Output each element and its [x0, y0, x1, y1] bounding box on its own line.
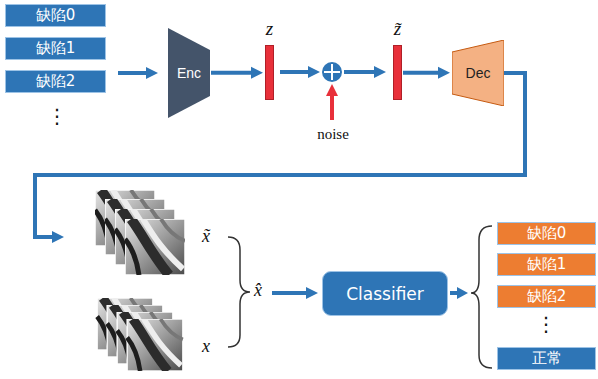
- real-images: [97, 298, 183, 371]
- latent-arrow: [280, 66, 320, 78]
- flow-arrow: [403, 67, 450, 79]
- noise-arrow: [326, 84, 338, 120]
- arrow-head: [438, 67, 450, 79]
- merge-brace: [228, 237, 250, 347]
- defect-output-box: 缺陷1: [497, 253, 596, 276]
- latent-vector: z: [265, 45, 274, 100]
- image-symbol: x̂: [254, 280, 262, 301]
- ellipsis: ⋮: [47, 104, 67, 128]
- defect-output-box: 缺陷2: [497, 285, 596, 308]
- node-text: Classifier: [346, 284, 424, 304]
- image-symbol: x̃: [202, 226, 210, 247]
- class-brace: [471, 226, 492, 368]
- arrow-head: [251, 67, 263, 79]
- node-text: 缺陷2: [36, 72, 76, 91]
- vector-label: z: [266, 18, 273, 40]
- image-symbol: x: [202, 336, 210, 357]
- node-text: 缺陷0: [527, 224, 567, 243]
- ellipsis: ⋮: [536, 312, 556, 336]
- normal-output-box: 正常: [497, 347, 596, 370]
- classifier-output-arrow: [450, 287, 468, 299]
- noise-label: noise: [317, 126, 349, 143]
- arrow-line: [403, 71, 440, 75]
- classifier-box: Classifier: [322, 271, 448, 316]
- vector-label: z̃: [394, 18, 401, 40]
- node-text: Dec: [466, 65, 491, 81]
- node-text: Enc: [177, 65, 201, 81]
- generated-images: [95, 190, 185, 275]
- defect-output-box: 缺陷0: [497, 222, 596, 245]
- node-text: 正常: [532, 349, 562, 368]
- node-text: 缺陷0: [36, 6, 76, 25]
- decoder-block: Dec: [452, 40, 504, 106]
- flow-arrow: [211, 67, 263, 79]
- latent-arrow: [344, 66, 386, 78]
- arrow-line: [211, 71, 253, 75]
- encoder-block: Enc: [168, 28, 210, 118]
- defect-input-box: 缺陷2: [5, 70, 106, 93]
- defect-input-box: 缺陷1: [5, 37, 106, 60]
- node-text: 缺陷1: [36, 39, 76, 58]
- noisy-latent-vector: z̃: [393, 45, 402, 100]
- defect-input-box: 缺陷0: [5, 4, 106, 27]
- block-shape: [452, 40, 504, 106]
- classifier-input-arrow: [272, 287, 318, 299]
- node-text: 缺陷1: [527, 255, 567, 274]
- block-shape: [168, 28, 210, 118]
- node-text: 缺陷2: [527, 287, 567, 306]
- input-arrow: [118, 67, 158, 79]
- add-symbol: [322, 62, 342, 82]
